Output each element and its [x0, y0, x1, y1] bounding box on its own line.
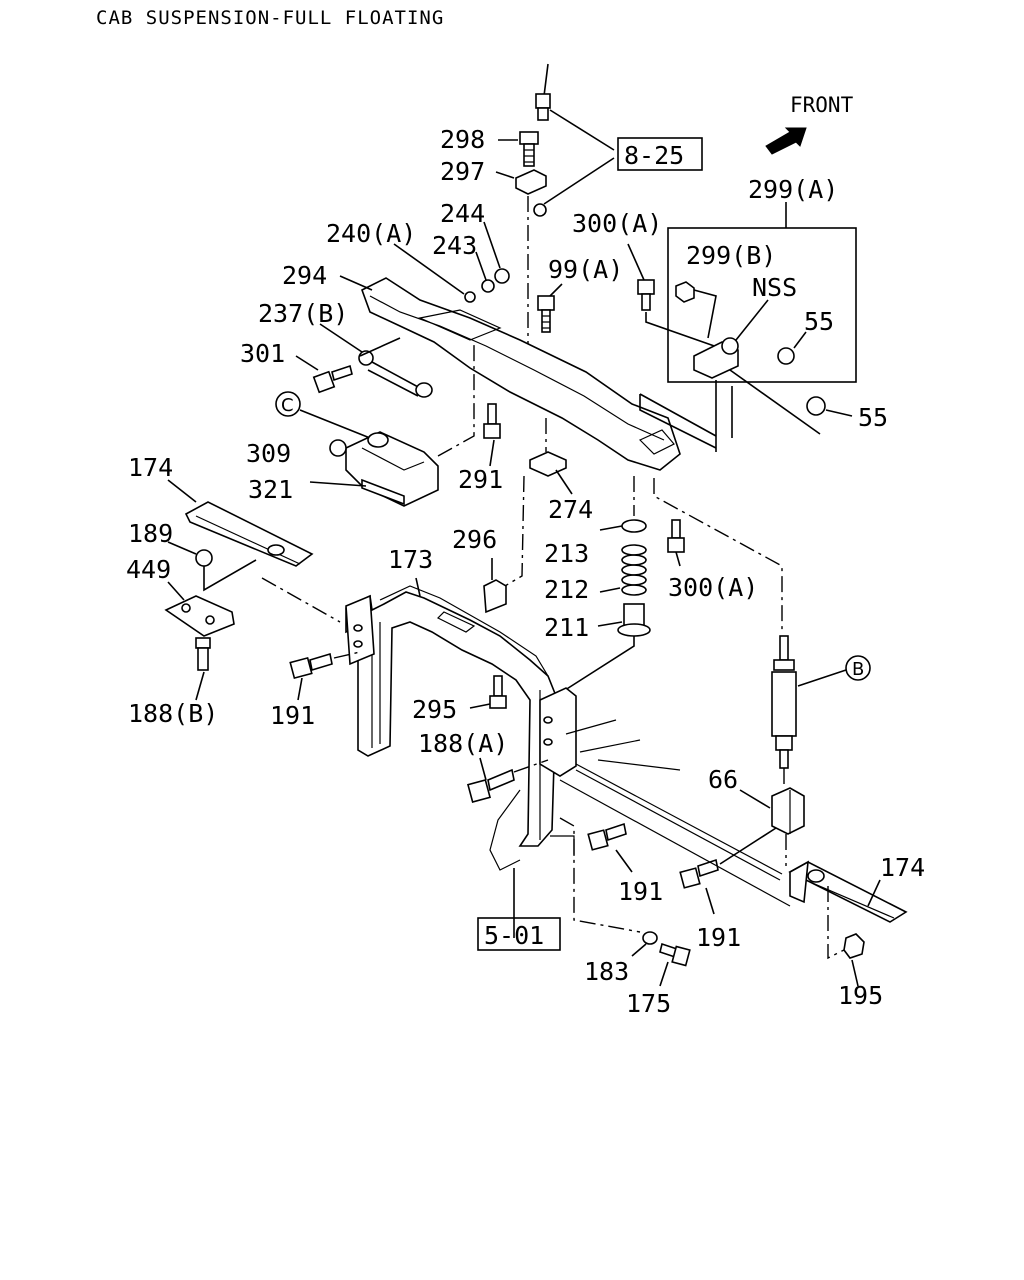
label-213: 213 [544, 539, 589, 568]
front-arrow-icon [765, 127, 807, 155]
bolt-191-c [679, 858, 719, 889]
c-mark-label: C [281, 395, 294, 416]
bolt-191-a [289, 652, 333, 680]
label-291: 291 [458, 465, 503, 494]
spring-212 [621, 544, 647, 596]
cross-member-294 [361, 277, 681, 471]
washer-213 [621, 519, 647, 533]
label-55-outer: 55 [858, 403, 888, 432]
diagram-title: CAB SUSPENSION-FULL FLOATING [96, 7, 444, 29]
label-309: 309 [246, 439, 291, 468]
label-299b: 299(B) [686, 241, 776, 270]
label-191-b: 191 [618, 877, 663, 906]
label-99a: 99(A) [548, 255, 623, 284]
label-174-left: 174 [128, 453, 173, 482]
bracket-66 [771, 787, 805, 835]
frame-173 [345, 585, 577, 847]
bolt-300a-top [637, 279, 655, 311]
link-rod-237b [358, 350, 433, 398]
bushing-211 [617, 603, 651, 637]
label-243: 243 [432, 231, 477, 260]
label-274: 274 [548, 495, 593, 524]
ref-box-5-01: 5-01 [477, 917, 561, 951]
nut-189 [195, 549, 213, 567]
label-191-a: 191 [270, 701, 315, 730]
washer-243 [481, 279, 495, 293]
ref-box-8-25: 8-25 [617, 137, 703, 171]
label-300a-mid: 300(A) [668, 573, 758, 602]
label-299a: 299(A) [748, 175, 838, 204]
c-mount-assembly: C [275, 391, 439, 507]
bolt-298 [519, 131, 539, 167]
bolt-300a-mid [667, 519, 685, 553]
label-183: 183 [584, 957, 629, 986]
b-mark: B [797, 655, 871, 687]
label-301: 301 [240, 339, 285, 368]
bolt-291 [483, 403, 501, 439]
label-188a: 188(A) [418, 729, 508, 758]
part-299b [675, 281, 695, 303]
bolt-301 [312, 364, 353, 394]
chassis-rail [489, 719, 791, 907]
label-295: 295 [412, 695, 457, 724]
nut-309 [329, 439, 347, 457]
bracket-174-left [184, 501, 314, 567]
bolt-99a [537, 295, 555, 333]
label-175: 175 [626, 989, 671, 1018]
bolt-295 [489, 675, 507, 709]
bolt-191-b [587, 822, 627, 851]
b-mark-label: B [852, 659, 864, 680]
front-label: FRONT [790, 93, 854, 117]
label-nss: NSS [752, 273, 797, 302]
nut-195 [843, 933, 865, 959]
nut-244 [494, 268, 510, 284]
washer-183 [642, 931, 658, 945]
label-55-inner: 55 [804, 307, 834, 336]
label-294: 294 [282, 261, 327, 290]
assembly-box-299a [667, 202, 857, 383]
label-174-right: 174 [880, 853, 925, 882]
label-195: 195 [838, 981, 883, 1010]
label-237b: 237(B) [258, 299, 348, 328]
label-297: 297 [440, 157, 485, 186]
bolt-188a [466, 768, 515, 804]
label-189: 189 [128, 519, 173, 548]
label-298: 298 [440, 125, 485, 154]
label-212: 212 [544, 575, 589, 604]
label-211: 211 [544, 613, 589, 642]
bolt-188b [195, 637, 211, 671]
label-240a: 240(A) [326, 219, 416, 248]
bracket-274 [529, 451, 567, 477]
bracket-174-right [788, 860, 908, 923]
bolt-175 [659, 942, 691, 967]
label-191-c: 191 [696, 923, 741, 952]
plate-449 [164, 595, 235, 637]
washer-240a [464, 291, 476, 303]
label-173: 173 [388, 545, 433, 574]
bracket-296 [483, 579, 507, 614]
ref-label-8-25: 8-25 [624, 141, 684, 170]
label-300a-top: 300(A) [572, 209, 662, 238]
label-66: 66 [708, 765, 738, 794]
sensor-assembly [533, 63, 615, 217]
shock-absorber [771, 635, 797, 769]
washer-55-inner [777, 347, 795, 365]
nut-55-outer [806, 396, 826, 416]
bracket-297 [515, 169, 547, 195]
label-449: 449 [126, 555, 171, 584]
label-188b: 188(B) [128, 699, 218, 728]
label-296: 296 [452, 525, 497, 554]
ref-label-5-01: 5-01 [484, 921, 544, 950]
label-244: 244 [440, 199, 485, 228]
label-321: 321 [248, 475, 293, 504]
